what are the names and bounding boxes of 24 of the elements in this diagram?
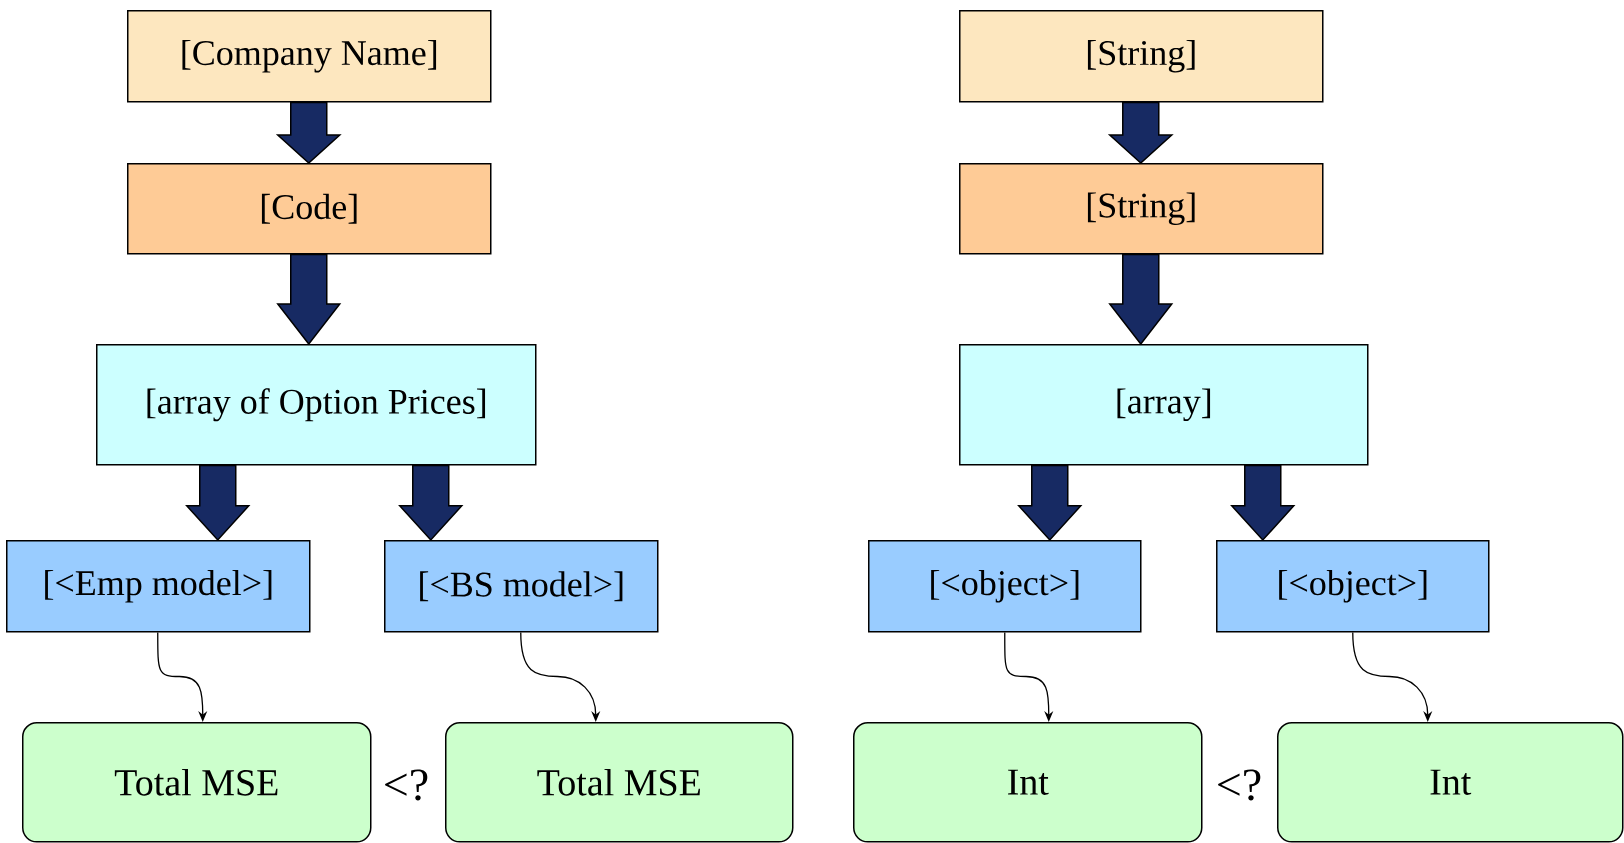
type-box: [<object>] — [1216, 540, 1490, 633]
type-box: [Company Name] — [127, 10, 492, 103]
type-box: [Code] — [127, 163, 492, 255]
result-box: Int — [853, 722, 1203, 843]
result-box: Total MSE — [22, 722, 372, 843]
type-box: [String] — [959, 10, 1324, 103]
block-arrow — [398, 464, 464, 542]
block-arrow — [1017, 464, 1083, 542]
type-box: [array of Option Prices] — [96, 344, 537, 466]
block-arrow — [275, 101, 342, 164]
block-arrow — [185, 464, 251, 542]
comparison-symbol: <? — [1218, 769, 1261, 801]
type-box: [<BS model>] — [384, 540, 659, 633]
block-arrow — [1107, 101, 1174, 164]
block-arrow — [1230, 464, 1296, 542]
type-box: [String] — [959, 163, 1324, 255]
result-box: Int — [1277, 722, 1624, 843]
result-box: Total MSE — [445, 722, 794, 843]
type-box: [<object>] — [868, 540, 1142, 633]
type-box: [array] — [959, 344, 1369, 466]
block-arrow — [276, 253, 342, 346]
comparison-symbol: <? — [385, 769, 428, 801]
type-box: [<Emp model>] — [6, 540, 311, 633]
block-arrow — [1108, 253, 1174, 346]
